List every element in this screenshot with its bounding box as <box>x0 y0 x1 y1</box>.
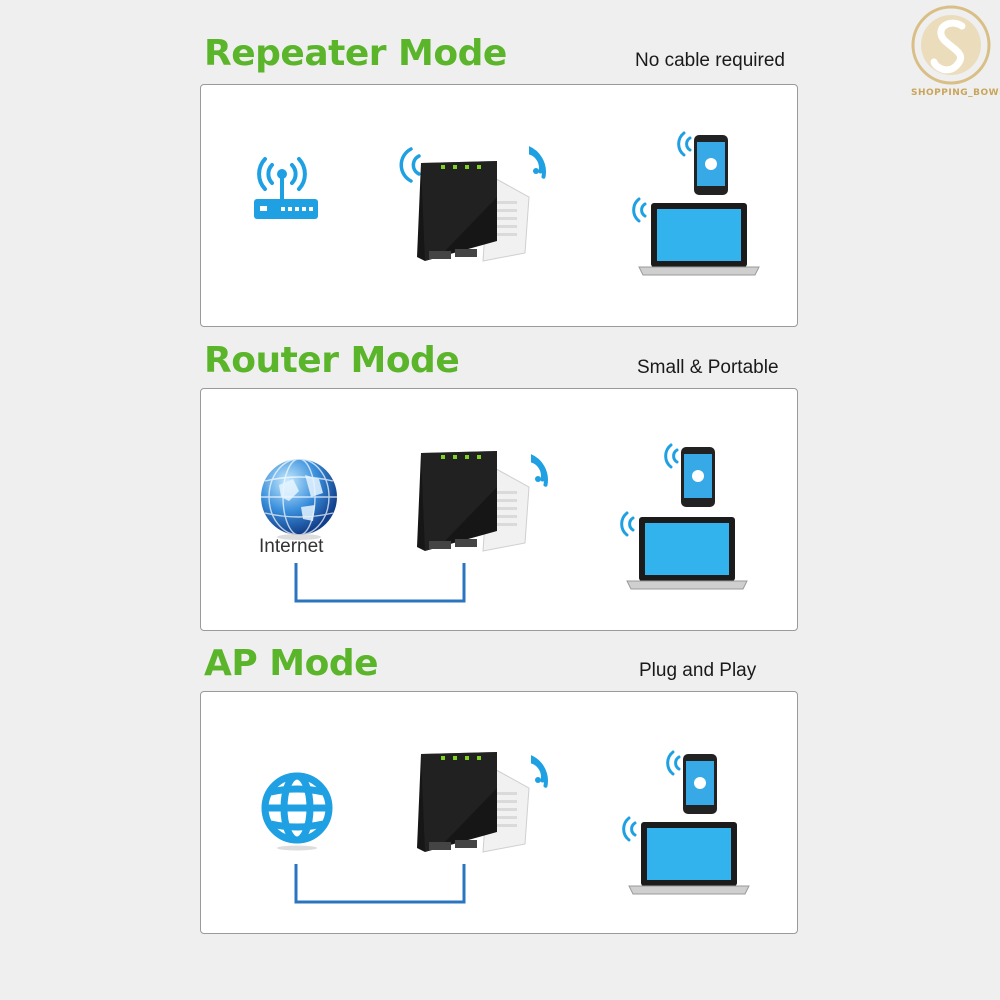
repeater-mode-title: Repeater Mode <box>204 33 507 74</box>
router-mode-title: Router Mode <box>204 340 460 381</box>
smartphone-icon <box>677 131 728 195</box>
wifi-signal-left-icon <box>399 147 421 183</box>
laptop-icon <box>632 197 760 276</box>
wifi-repeater-device-icon <box>417 161 530 262</box>
globe-icon <box>261 458 337 540</box>
internet-label: Internet <box>259 536 324 557</box>
ap-mode-title: AP Mode <box>204 643 379 684</box>
ap-mode-subtitle: Plug and Play <box>639 660 757 681</box>
repeater-mode-panel <box>200 84 798 327</box>
smartphone-icon <box>666 750 717 814</box>
watermark-logo-icon <box>911 5 991 85</box>
laptop-icon <box>622 816 750 895</box>
repeater-mode-subtitle: No cable required <box>635 50 785 71</box>
wifi-router-icon <box>254 157 318 219</box>
smartphone-icon <box>664 443 715 507</box>
wifi-repeater-device-icon <box>417 752 530 853</box>
ap-mode-panel <box>200 691 798 934</box>
wifi-repeater-device-icon <box>417 451 530 552</box>
laptop-icon <box>620 511 748 590</box>
wifi-signal-right-icon <box>531 754 548 788</box>
watermark-text: SHOPPING_BOWL <box>911 88 1000 98</box>
ethernet-cable-icon <box>294 563 466 603</box>
wifi-signal-right-icon <box>531 453 548 487</box>
router-mode-panel: Internet <box>200 388 798 631</box>
router-mode-subtitle: Small & Portable <box>637 357 779 378</box>
ethernet-cable-icon <box>294 864 466 904</box>
network-globe-icon <box>261 772 333 851</box>
wifi-signal-right-icon <box>529 145 546 179</box>
